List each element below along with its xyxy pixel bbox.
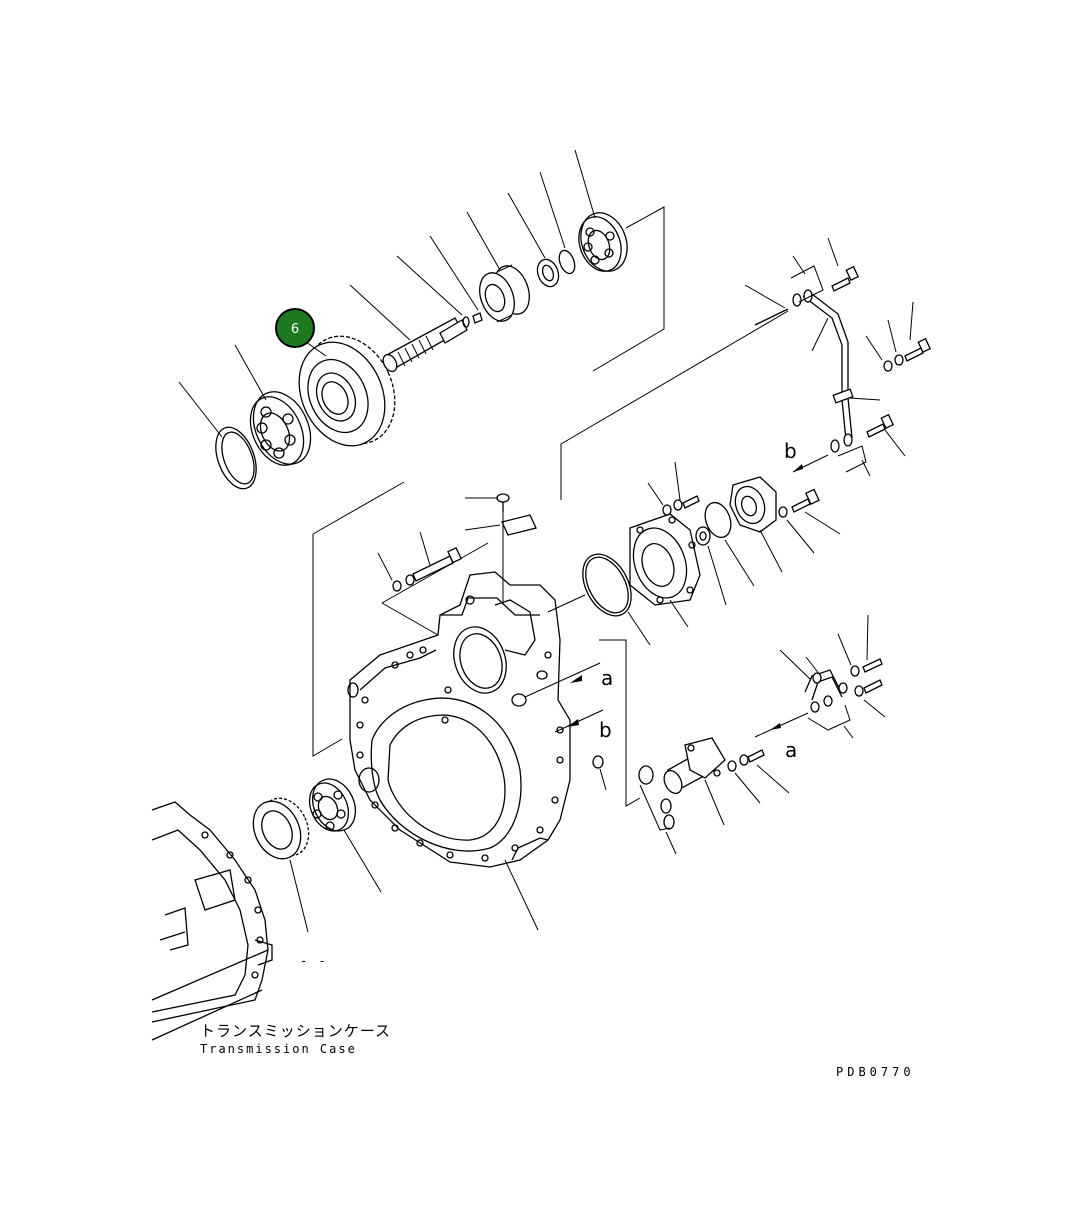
label-a-lower-right: a <box>785 738 797 762</box>
caption-english: Transmission Case <box>200 1042 357 1056</box>
small-snap-ring <box>539 171 576 275</box>
label-a-housing: a <box>601 666 613 690</box>
long-bolt <box>377 531 463 592</box>
plug <box>592 755 607 791</box>
bearing-race-lower <box>252 797 310 933</box>
transmission-case-partial <box>151 801 273 1041</box>
ball-bearing-top <box>574 149 628 272</box>
drawing-code: PDB0770 <box>836 1065 915 1079</box>
screw-and-plate <box>464 493 537 605</box>
housing-arrows: a b <box>524 594 613 742</box>
snap-ring <box>178 381 257 490</box>
cover-assembly <box>582 461 841 646</box>
pipe-assembly-lower: a <box>599 614 886 855</box>
splined-hub <box>466 211 530 323</box>
small-pin <box>396 235 483 328</box>
large-gear <box>298 335 396 447</box>
upper-group-outline <box>312 206 789 757</box>
splined-shaft <box>349 284 468 373</box>
small-ring <box>507 192 560 288</box>
pipe-assembly-upper: b <box>744 237 932 477</box>
roller-bearing-lower <box>308 778 382 893</box>
label-b-upper: b <box>784 439 797 463</box>
part-marker-circle[interactable] <box>275 308 315 348</box>
part-marker-number: 6 <box>291 322 299 337</box>
label-b-housing: b <box>599 718 612 742</box>
transmission-case-housing <box>347 542 571 931</box>
ball-bearing-left <box>234 344 312 466</box>
caption-japanese: トランスミッションケース <box>200 1022 391 1040</box>
dash-mark: - - <box>300 954 328 968</box>
part-number-marker[interactable]: 6 <box>275 308 327 357</box>
